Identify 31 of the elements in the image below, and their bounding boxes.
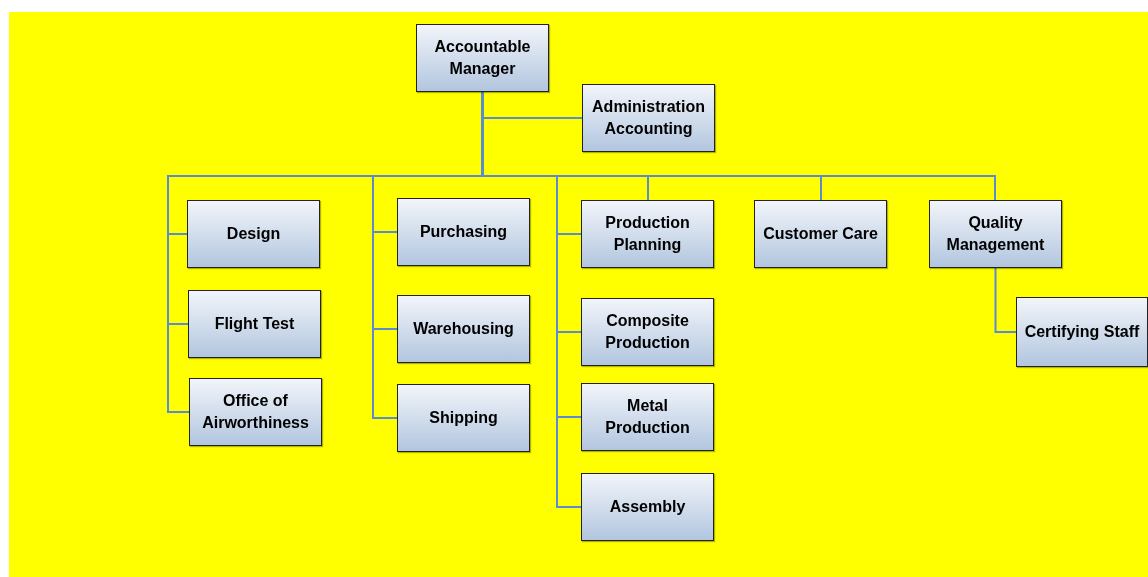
box-label: Customer Care bbox=[763, 224, 878, 244]
org-box bbox=[754, 200, 887, 268]
box-label: Shipping bbox=[429, 408, 498, 428]
box-label: Flight Test bbox=[214, 314, 295, 334]
org-box bbox=[929, 200, 1062, 268]
box-label: Production Planning bbox=[604, 213, 691, 255]
org-box bbox=[189, 378, 322, 446]
org-box bbox=[187, 200, 320, 268]
org-box bbox=[416, 24, 549, 92]
org-box bbox=[397, 295, 530, 363]
box-label: Administration Accounting bbox=[591, 97, 706, 139]
org-box bbox=[581, 473, 714, 541]
org-box bbox=[581, 383, 714, 451]
org-box bbox=[1016, 297, 1148, 367]
org-box bbox=[581, 200, 714, 268]
box-label: Office of Airworthiness bbox=[201, 391, 310, 433]
box-label: Metal Production bbox=[604, 396, 691, 438]
box-label: Composite Production bbox=[604, 311, 691, 353]
org-box bbox=[582, 84, 715, 152]
box-label: Purchasing bbox=[419, 222, 508, 242]
org-box bbox=[397, 384, 530, 452]
box-label: Accountable Manager bbox=[433, 37, 532, 79]
org-box bbox=[188, 290, 321, 358]
org-box bbox=[397, 198, 530, 266]
box-label: Quality Management bbox=[945, 213, 1046, 255]
box-label: Assembly bbox=[609, 497, 686, 517]
box-label: Certifying Staff bbox=[1024, 322, 1140, 342]
connector-line bbox=[994, 267, 1017, 333]
org-box bbox=[581, 298, 714, 366]
box-label: Warehousing bbox=[413, 319, 514, 339]
box-label: Design bbox=[226, 224, 281, 244]
